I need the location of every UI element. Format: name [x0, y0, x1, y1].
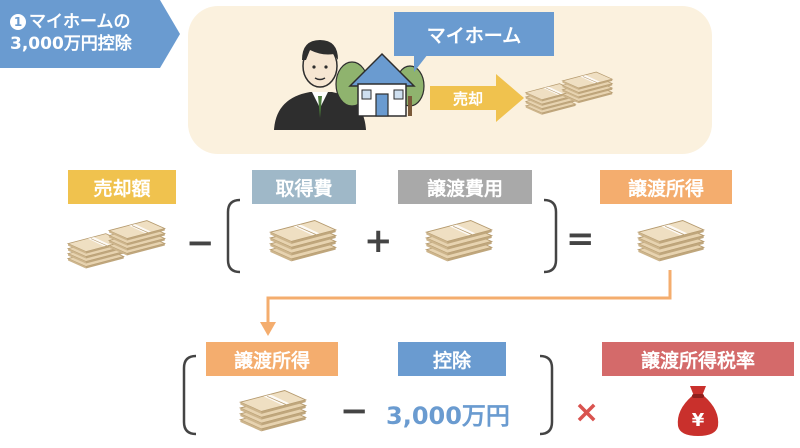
- deduction-amount: 3,000万円: [386, 402, 510, 430]
- home-label-tail: [414, 54, 428, 72]
- multiply-operator: ×: [574, 395, 600, 430]
- transfer-cost-money-icon: [425, 219, 493, 262]
- deduction-label: 控除: [398, 342, 506, 376]
- equals-operator: =: [566, 219, 595, 259]
- yen-money-bag-icon: ¥: [677, 386, 719, 436]
- transfer-income-money-icon-1: [637, 219, 705, 262]
- minus-operator-1: −: [186, 223, 215, 263]
- minus-operator-2: −: [340, 391, 369, 431]
- plus-operator: +: [364, 221, 393, 261]
- acquisition-cost-label: 取得費: [252, 170, 356, 204]
- sale-price-money-icon: [66, 212, 178, 274]
- house-icon: [335, 52, 425, 117]
- sale-proceeds-money-icon: [524, 64, 624, 120]
- transfer-income-tax-rate-label: 譲渡所得税率: [602, 342, 794, 376]
- left-bracket-1: [226, 198, 241, 274]
- transfer-income-label-1: 譲渡所得: [600, 170, 732, 204]
- transfer-income-label-2: 譲渡所得: [206, 342, 338, 376]
- acquisition-cost-money-icon: [269, 219, 337, 262]
- sell-arrow-label: 売却: [452, 90, 483, 108]
- section-title-line2: 3,000万円控除: [10, 34, 132, 54]
- right-bracket-2: [539, 354, 554, 436]
- owner-with-house-illustration: [274, 40, 425, 130]
- yen-symbol: ¥: [692, 410, 705, 431]
- my-home-label: マイホーム: [394, 12, 554, 56]
- sale-price-label: 売却額: [68, 170, 176, 204]
- section-number-badge: 1: [10, 14, 26, 30]
- transfer-income-money-icon-2: [239, 389, 307, 432]
- left-bracket-2: [182, 354, 197, 436]
- section-title-line1: マイホームの: [29, 12, 131, 32]
- transfer-cost-label: 譲渡費用: [398, 170, 532, 204]
- flow-arrow: [260, 270, 672, 336]
- right-bracket-1: [543, 198, 558, 274]
- sell-arrow-icon: [430, 74, 524, 122]
